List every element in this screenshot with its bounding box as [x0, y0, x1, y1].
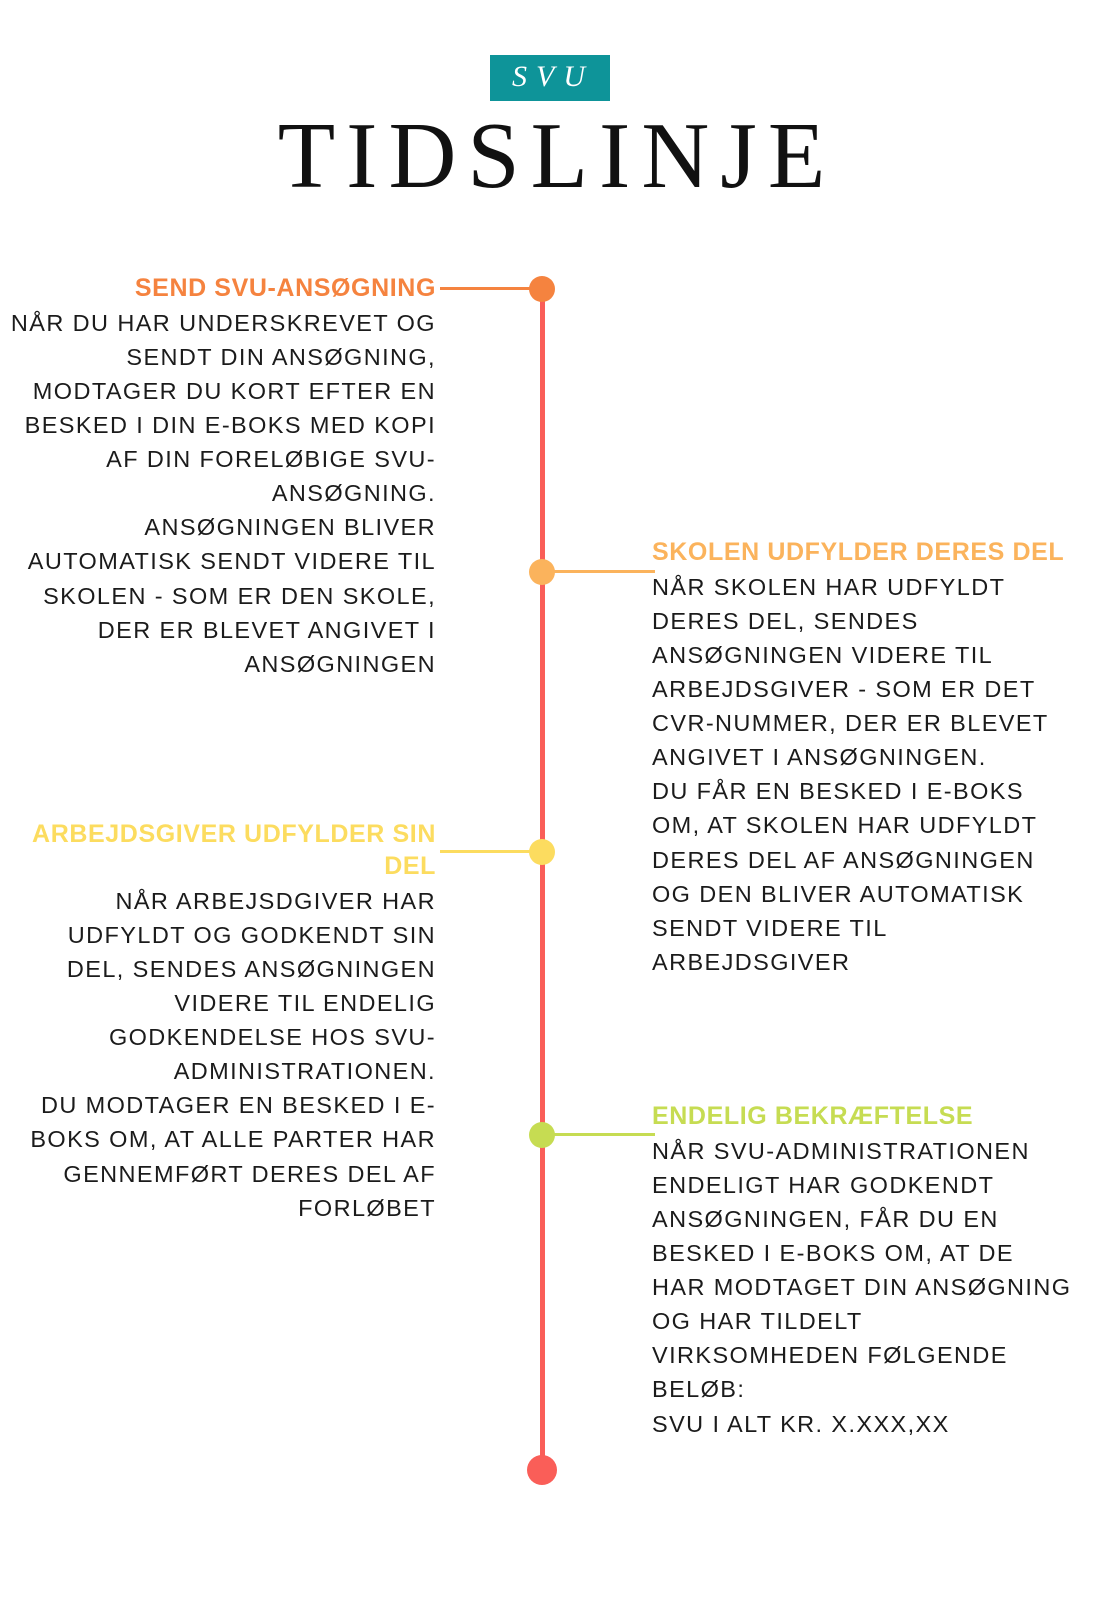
page-header: SVU TIDSLINJE [0, 0, 1100, 206]
timeline-step-1-body: NÅR DU HAR UNDERSKREVET OG SENDT DIN ANS… [10, 310, 436, 677]
timeline-connector-3 [440, 850, 540, 853]
page-title: TIDSLINJE [277, 104, 837, 208]
timeline-connector-2 [545, 570, 655, 573]
timeline-step-2: SKOLEN UDFYLDER DERES DEL NÅR SKOLEN HAR… [652, 536, 1072, 979]
timeline-connector-1 [440, 287, 540, 290]
timeline-step-1-heading: SEND SVU-ANSØGNING [134, 274, 436, 302]
timeline-step-4-heading: ENDELIG BEKRÆFTELSE [652, 1102, 974, 1130]
timeline-end-dot [527, 1455, 557, 1485]
timeline-spine [540, 288, 545, 1470]
timeline-step-3-body: NÅR ARBEJSDGIVER HAR UDFYLDT OG GODKENDT… [30, 888, 436, 1221]
timeline-step-2-heading: SKOLEN UDFYLDER DERES DEL [652, 538, 1065, 566]
timeline-step-2-body: NÅR SKOLEN HAR UDFYLDT DERES DEL, SENDES… [652, 574, 1049, 975]
timeline-step-4: ENDELIG BEKRÆFTELSE NÅR SVU-ADMINISTRATI… [652, 1100, 1072, 1441]
timeline-step-4-body: NÅR SVU-ADMINISTRATIONEN ENDELIGT HAR GO… [652, 1138, 1072, 1437]
timeline-step-3: ARBEJDSGIVER UDFYLDER SIN DEL NÅR ARBEJS… [8, 818, 436, 1225]
timeline-step-3-heading: ARBEJDSGIVER UDFYLDER SIN DEL [32, 820, 436, 880]
svu-badge: SVU [490, 55, 610, 101]
timeline-connector-4 [545, 1133, 655, 1136]
timeline-step-1: SEND SVU-ANSØGNING NÅR DU HAR UNDERSKREV… [8, 272, 436, 681]
